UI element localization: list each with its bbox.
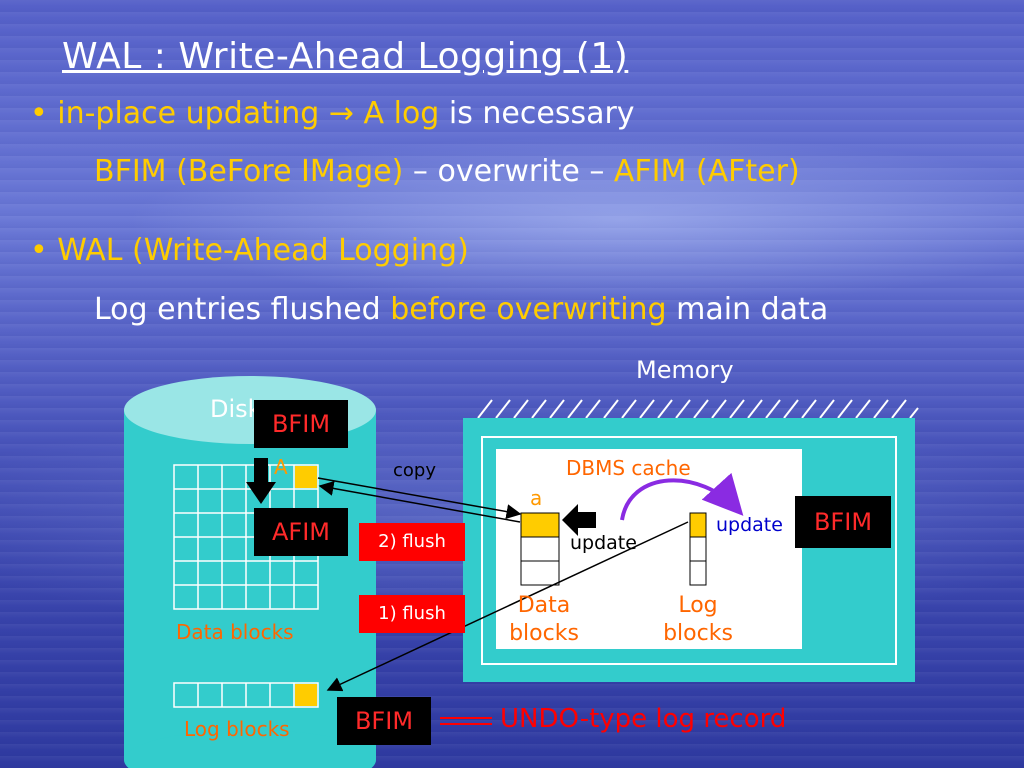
cache-log-block xyxy=(689,536,707,562)
memory-inner-frame xyxy=(481,436,897,665)
copy-label: copy xyxy=(393,460,436,481)
disk-block-a xyxy=(295,466,317,488)
cache-log-block-bfim xyxy=(689,512,707,538)
bullet-dot-icon: • xyxy=(30,96,48,131)
cache-data-block xyxy=(520,560,560,586)
update-left-label: update xyxy=(570,532,637,554)
cache-log-block xyxy=(689,560,707,586)
dbms-cache-label: DBMS cache xyxy=(566,456,691,480)
disk-cylinder xyxy=(124,376,376,768)
bullet-2: • WAL (Write-Ahead Logging) xyxy=(30,233,469,268)
update-right-label: update xyxy=(716,514,783,536)
bullet-1-part2: A log xyxy=(363,96,440,131)
right-arrow-icon: → xyxy=(328,96,354,131)
bullet-1: • in-place updating → A log is necessary xyxy=(30,96,635,131)
cache-block-a xyxy=(520,512,560,538)
flush-1-arrow xyxy=(326,521,689,692)
bullet-2-text: WAL (Write-Ahead Logging) xyxy=(57,233,469,268)
overwrite-text: overwrite xyxy=(437,154,580,189)
disk-log-block-bfim xyxy=(295,684,317,706)
bfim-right-label: BFIM xyxy=(795,496,891,548)
bullet-2-sub-part3: main data xyxy=(676,292,829,327)
down-arrow-icon xyxy=(246,458,276,504)
bullet-dot-icon: • xyxy=(30,233,48,268)
flush-1-label: 1) flush xyxy=(359,595,465,633)
undo-note: UNDO-type log record xyxy=(500,704,787,734)
bullet-2-sub-part2: before overwriting xyxy=(390,292,667,327)
bullet-1-part3: is necessary xyxy=(448,96,635,131)
afim-label: AFIM xyxy=(254,508,348,556)
cache-data-blocks-label: Data blocks xyxy=(509,593,579,646)
slide-title: WAL : Write-Ahead Logging (1) xyxy=(62,36,629,77)
bullet-2-sub: Log entries flushed before overwriting m… xyxy=(94,292,828,327)
update-curve-arrow xyxy=(620,472,744,521)
disk-label: Disk xyxy=(210,395,262,423)
disk-log-block-row xyxy=(173,682,319,708)
bfim-bottom-label: BFIM xyxy=(337,697,431,745)
cache-data-block xyxy=(520,536,560,562)
cache-log-blocks-label: Log blocks xyxy=(663,593,733,646)
cache-a-label: a xyxy=(530,486,543,510)
memory-label: Memory xyxy=(636,356,734,384)
bullet-2-sub-part1: Log entries flushed xyxy=(94,292,381,327)
dash: – xyxy=(412,154,428,189)
flush-2-arrow xyxy=(318,481,521,523)
bfim-top-label: BFIM xyxy=(254,400,348,448)
disk-log-blocks-label: Log blocks xyxy=(184,717,290,741)
bfim-text: BFIM (BeFore IMage) xyxy=(94,154,404,189)
memory-hatch xyxy=(477,399,919,419)
disk-data-blocks-label: Data blocks xyxy=(176,620,294,644)
disk-a-label: A xyxy=(274,455,288,479)
copy-arrow xyxy=(317,477,522,520)
dash: – xyxy=(589,154,605,189)
left-arrow-icon xyxy=(562,504,596,536)
bullet-1-part1: in-place updating xyxy=(57,96,320,131)
flush-2-label: 2) flush xyxy=(359,523,465,561)
bullet-1-sub: BFIM (BeFore IMage) – overwrite – AFIM (… xyxy=(94,154,800,189)
afim-text: AFIM (AFter) xyxy=(613,154,800,189)
